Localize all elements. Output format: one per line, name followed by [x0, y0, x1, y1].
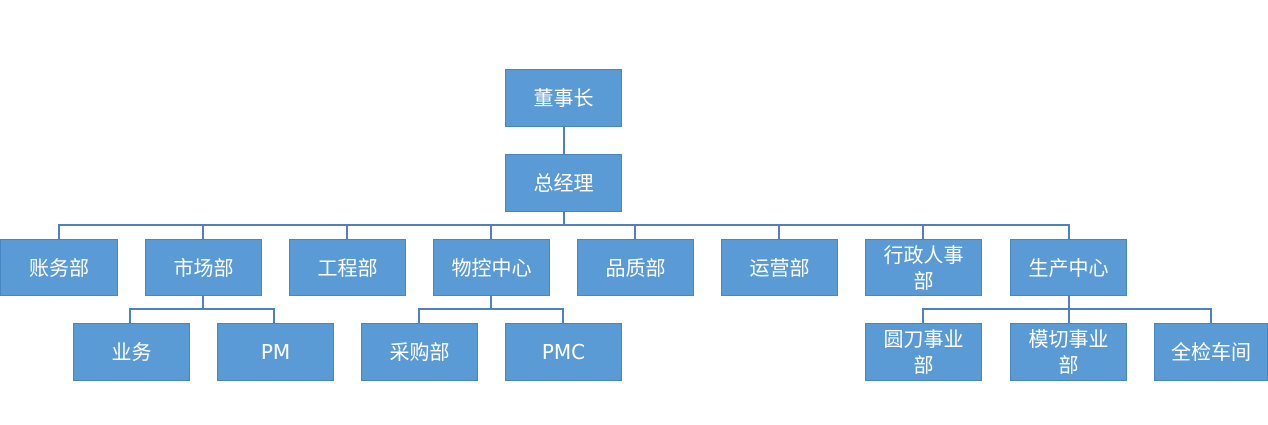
- connector-engineering: [346, 224, 348, 240]
- connector-marketing-bus: [129, 308, 275, 310]
- connector-material-bus: [418, 308, 564, 310]
- node-production-center-label: 生产中心: [1028, 255, 1109, 280]
- connector-dept-bus: [58, 224, 1070, 226]
- connector-gm-trunk: [563, 211, 565, 225]
- connector-die-cut: [1068, 308, 1070, 324]
- connector-production-trunk: [1068, 295, 1070, 309]
- node-engineering-label: 工程部: [317, 255, 378, 280]
- node-operations: 运营部: [721, 239, 838, 296]
- node-round-knife-label: 圆刀事业部: [883, 327, 964, 377]
- node-chairman: 董事长: [505, 69, 622, 127]
- node-general-manager: 总经理: [505, 154, 622, 212]
- connector-material-trunk: [490, 295, 492, 309]
- node-general-manager-label: 总经理: [533, 171, 594, 195]
- node-marketing: 市场部: [145, 239, 262, 296]
- node-round-knife: 圆刀事业部: [865, 323, 982, 381]
- connector-marketing-trunk: [202, 295, 204, 309]
- connector-purchasing: [418, 308, 420, 324]
- node-purchasing-label: 采购部: [389, 340, 450, 364]
- connector-pm: [273, 308, 275, 324]
- node-die-cut-label: 模切事业部: [1028, 327, 1109, 377]
- connector-material-control: [490, 224, 492, 240]
- connector-business: [129, 308, 131, 324]
- node-admin-hr-label: 行政人事部: [883, 242, 964, 293]
- node-operations-label: 运营部: [749, 255, 810, 280]
- node-pmc: PMC: [505, 323, 622, 381]
- node-marketing-label: 市场部: [173, 255, 234, 280]
- node-engineering: 工程部: [289, 239, 406, 296]
- node-pm: PM: [217, 323, 334, 381]
- connector-round-knife: [922, 308, 924, 324]
- connector-operations: [778, 224, 780, 240]
- node-accounts: 账务部: [0, 239, 118, 296]
- connector-accounts: [58, 224, 60, 240]
- node-accounts-label: 账务部: [29, 255, 89, 280]
- node-pmc-label: PMC: [541, 340, 586, 364]
- connector-marketing: [202, 224, 204, 240]
- node-full-inspection-label: 全检车间: [1171, 340, 1251, 364]
- node-pm-label: PM: [260, 340, 291, 364]
- connector-full-inspection: [1210, 308, 1212, 324]
- node-quality-label: 品质部: [605, 255, 666, 280]
- node-business: 业务: [73, 323, 190, 381]
- connector-production: [1068, 224, 1070, 240]
- node-material-control-center-label: 物控中心: [451, 255, 532, 280]
- node-die-cut: 模切事业部: [1010, 323, 1127, 381]
- connector-production-bus: [922, 308, 1212, 310]
- node-purchasing: 采购部: [361, 323, 478, 381]
- connector-quality: [634, 224, 636, 240]
- node-full-inspection: 全检车间: [1154, 323, 1268, 381]
- connector-chairman-gm: [563, 126, 565, 155]
- node-chairman-label: 董事长: [533, 86, 594, 110]
- node-business-label: 业务: [111, 340, 152, 364]
- connector-admin-hr: [922, 224, 924, 240]
- connector-pmc: [562, 308, 564, 324]
- node-material-control-center: 物控中心: [433, 239, 550, 296]
- node-admin-hr: 行政人事部: [865, 239, 982, 296]
- node-production-center: 生产中心: [1010, 239, 1127, 296]
- node-quality: 品质部: [577, 239, 694, 296]
